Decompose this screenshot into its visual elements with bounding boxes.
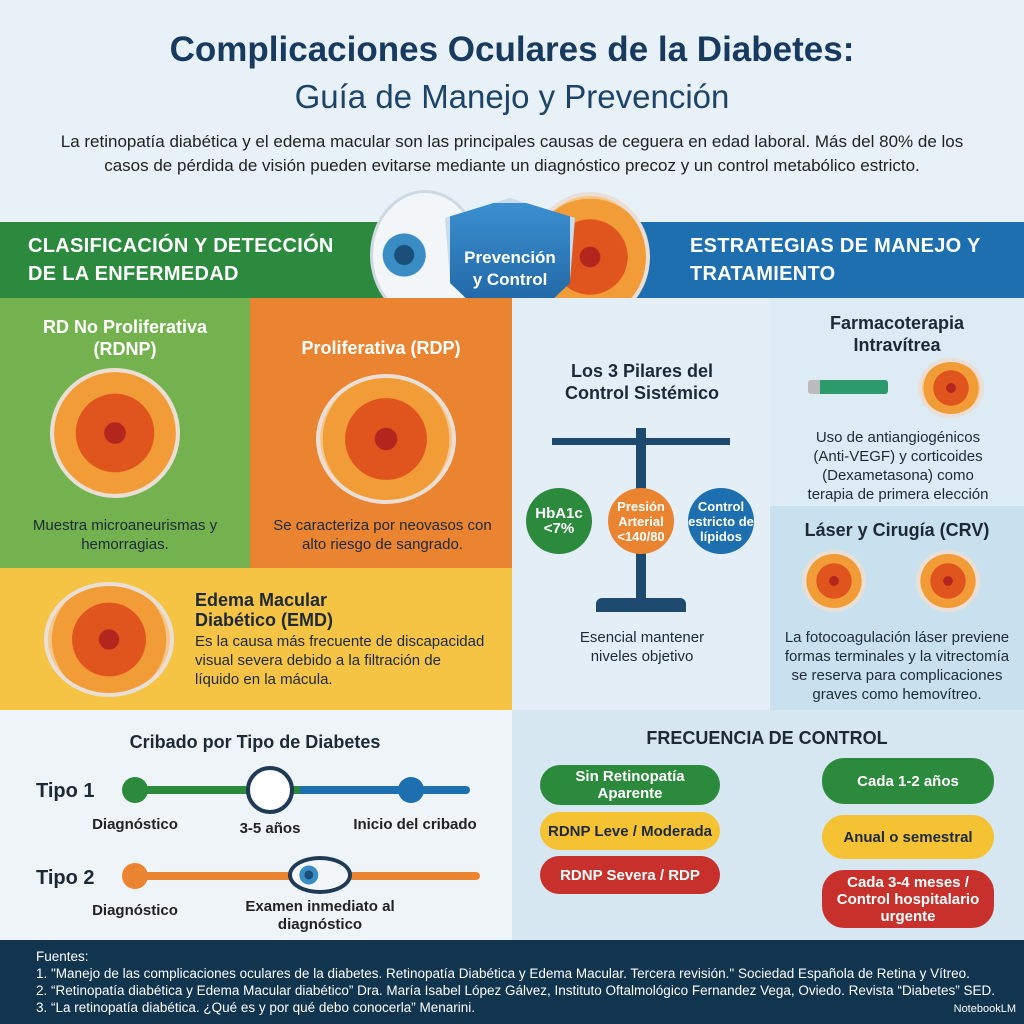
tipo1-start-dot <box>122 777 148 803</box>
source-item: 2. “Retinopatía diabética y Edema Macula… <box>36 983 995 998</box>
retina-icon <box>44 582 174 697</box>
tipo1-step: Inicio del cribado <box>353 816 477 833</box>
source-item: 1. "Manejo de las complicaciones oculare… <box>36 966 970 981</box>
retina-icon <box>50 368 180 498</box>
stage-severe: RDNP Severa / RDP <box>540 856 720 894</box>
scale-base <box>596 598 686 612</box>
page-title: Complicaciones Oculares de la Diabetes: <box>169 30 855 69</box>
freq-severe: Cada 3-4 meses / Control hospitalario ur… <box>822 870 994 928</box>
pillar-hba1c: HbA1c <7% <box>526 488 592 554</box>
panel-laser: Láser y Cirugía (CRV) La fotocoagulación… <box>770 506 1024 710</box>
emd-title: Edema Macular Diabético (EMD) <box>195 590 334 630</box>
frequency-title: FRECUENCIA DE CONTROL <box>646 728 888 748</box>
tipo2-step: Diagnóstico <box>92 902 178 919</box>
stage-none: Sin Retinopatía Aparente <box>540 765 720 805</box>
tipo1-label: Tipo 1 <box>36 780 95 802</box>
rdnp-title: RD No Proliferativa (RDNP) <box>42 317 208 359</box>
rdp-text: Se caracteriza por neovasos con alto rie… <box>273 517 492 553</box>
tipo2-label: Tipo 2 <box>36 867 95 889</box>
screening-title: Cribado por Tipo de Diabetes <box>129 732 381 752</box>
retina-icon <box>916 550 980 612</box>
tipo1-step: 3-5 años <box>239 820 301 837</box>
laser-title: Láser y Cirugía (CRV) <box>804 520 990 540</box>
tipo2-step: Examen inmediato al diagnóstico <box>245 898 395 933</box>
notebooklm-brand: NotebookLM <box>953 1003 1016 1015</box>
panel-pillars: Los 3 Pilares del Control Sistémico HbA1… <box>512 298 770 710</box>
intro-description: La retinopatía diabética y el edema macu… <box>60 132 964 175</box>
tipo1-step: Diagnóstico <box>92 816 178 833</box>
syringe-icon <box>808 380 888 394</box>
sources-footer: Fuentes: 1. "Manejo de las complicacione… <box>0 940 1024 1024</box>
emd-text: Es la causa más frecuente de discapacida… <box>195 633 485 688</box>
panel-pharma: Farmacoterapia Intravítrea Uso de antian… <box>770 298 1024 506</box>
retina-icon <box>316 374 456 504</box>
retina-icon <box>802 550 866 612</box>
tipo2-start-dot <box>122 863 148 889</box>
pharma-text: Uso de antiangiogénicos (Anti-VEGF) y co… <box>807 429 989 506</box>
retina-icon <box>918 358 984 418</box>
freq-none: Cada 1-2 años <box>822 758 994 804</box>
tipo1-end-dot <box>398 777 424 803</box>
panel-rdp: Proliferativa (RDP) Se caracteriza por n… <box>250 298 512 568</box>
panel-rdnp: RD No Proliferativa (RDNP) Muestra micro… <box>0 298 250 568</box>
pillars-title: Los 3 Pilares del Control Sistémico <box>564 361 720 403</box>
pillar-lipids: Control estricto de lípidos <box>688 488 754 554</box>
rdp-title: Proliferativa (RDP) <box>301 338 461 358</box>
panel-screening: Cribado por Tipo de Diabetes Tipo 1 Diag… <box>0 710 512 940</box>
scale-beam <box>552 438 730 445</box>
pillars-caption: Esencial mantener niveles objetivo <box>579 629 705 665</box>
pillar-blood-pressure: Presión Arterial <140/80 <box>608 488 674 554</box>
banner-classification: CLASIFICACIÓN Y DETECCIÓN DE LA ENFERMED… <box>0 222 400 298</box>
sources-heading: Fuentes: <box>36 949 89 964</box>
freq-mild: Anual o semestral <box>822 815 994 859</box>
panel-frequency: FRECUENCIA DE CONTROL Sin Retinopatía Ap… <box>512 710 1024 940</box>
pharma-title: Farmacoterapia Intravítrea <box>829 313 965 355</box>
laser-text: La fotocoagulación láser previene formas… <box>784 629 1010 703</box>
banner-management: ESTRATEGIAS DE MANEJO Y TRATAMIENTO <box>630 222 1024 298</box>
source-item: 3. “La retinopatía diabética. ¿Qué es y … <box>36 1000 476 1015</box>
stage-mild: RDNP Leve / Moderada <box>540 812 720 850</box>
page-subtitle: Guía de Manejo y Prevención <box>294 78 730 115</box>
eye-icon <box>288 856 352 894</box>
clock-icon <box>246 766 294 814</box>
panel-emd: Edema Macular Diabético (EMD) Es la caus… <box>0 568 512 710</box>
tipo1-timeline <box>130 786 470 794</box>
rdnp-text: Muestra microaneurismas y hemorragias. <box>32 517 218 553</box>
